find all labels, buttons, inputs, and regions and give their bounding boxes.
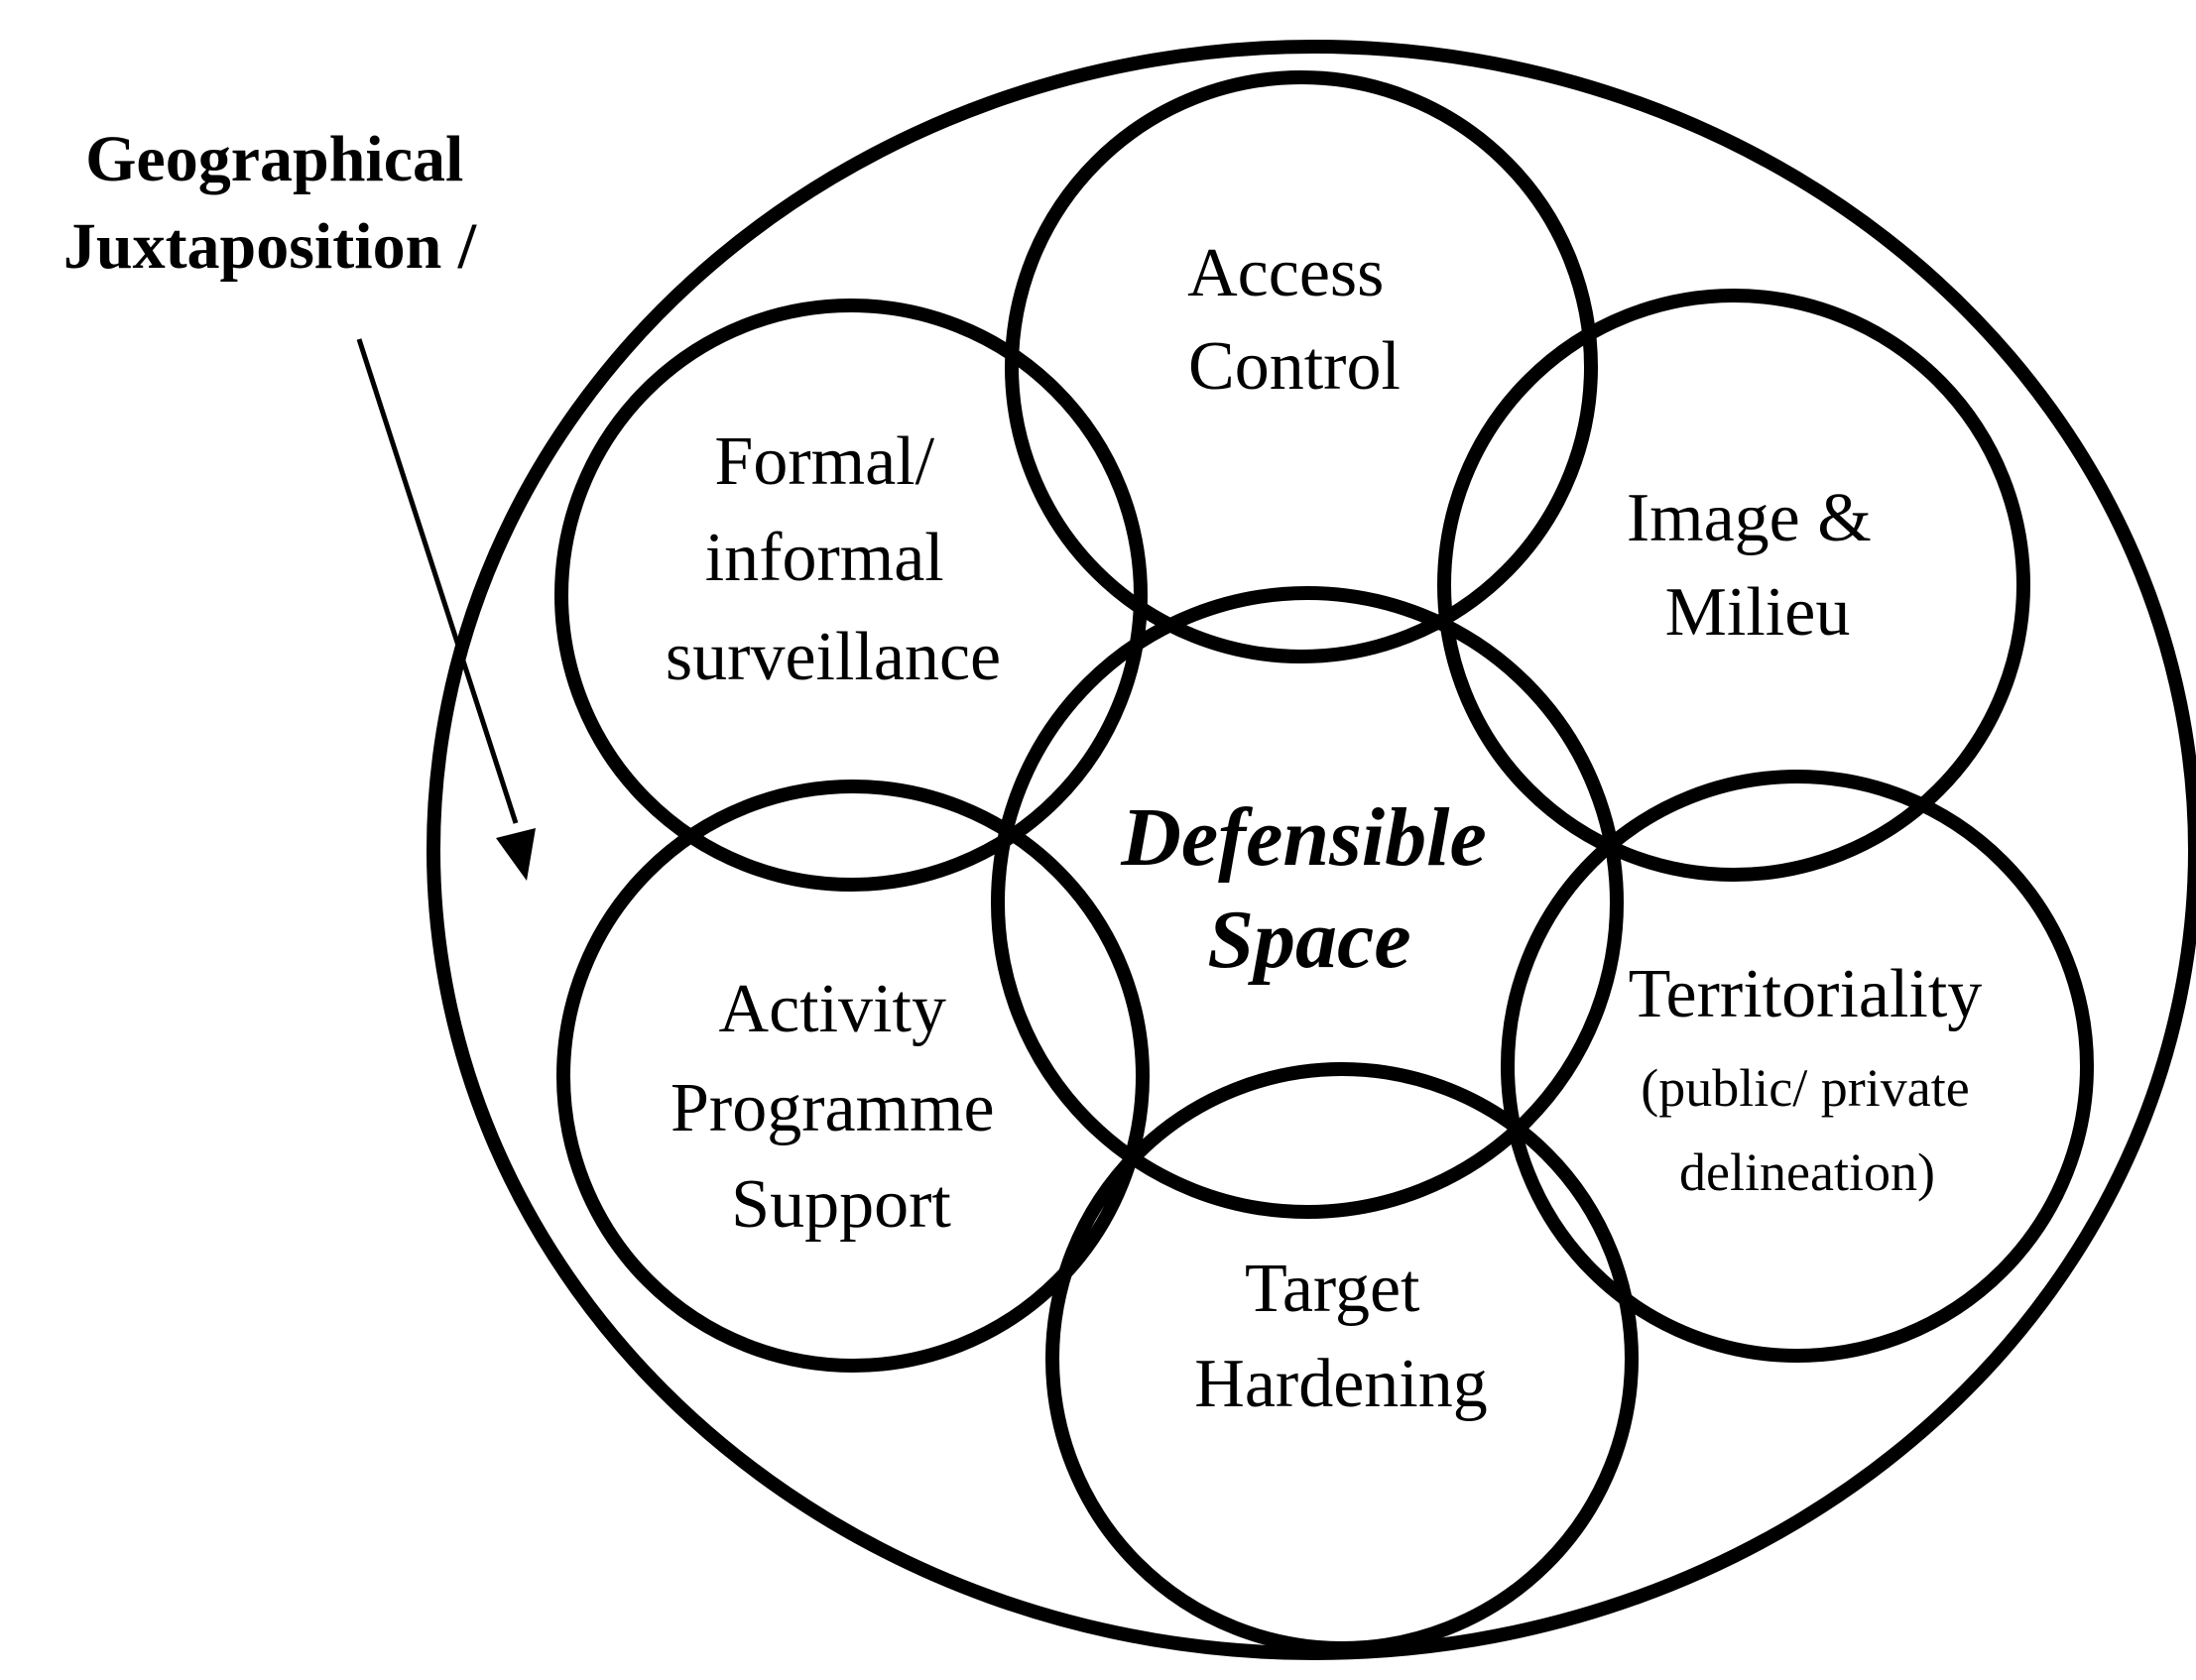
surveillance-line1: Formal/: [714, 423, 934, 500]
defensible-space-circle: [991, 586, 1624, 1219]
surveillance-line3: surveillance: [666, 619, 1001, 695]
access-control-circle: [1005, 70, 1598, 663]
defensible-space-line1: Defensible: [1120, 791, 1487, 884]
target-hardening-label: Target Hardening: [1194, 1251, 1487, 1422]
geo-label-line1: Geographical: [85, 123, 463, 195]
access-control-line1: Access: [1187, 235, 1384, 311]
activity-support-line1: Activity: [719, 971, 946, 1047]
surveillance-line2: informal: [705, 520, 944, 596]
surveillance-circle: [554, 299, 1148, 892]
activity-support-line3: Support: [731, 1166, 951, 1243]
image-milieu-line1: Image &: [1627, 480, 1872, 556]
geo-label-line2: Juxtaposition /: [63, 210, 478, 283]
access-control-line2: Control: [1188, 328, 1401, 405]
activity-support-label: Activity Programme Support: [671, 971, 1012, 1243]
activity-support-line2: Programme: [671, 1070, 995, 1146]
pointer-arrow: [356, 338, 536, 881]
image-milieu-label: Image & Milieu: [1627, 480, 1889, 651]
access-control-label: Access Control: [1187, 235, 1402, 405]
image-milieu-circle: [1437, 289, 2030, 882]
territoriality-circle: [1501, 770, 2094, 1363]
target-hardening-line1: Target: [1245, 1251, 1420, 1327]
defensible-space-label: Defensible Space: [1120, 791, 1508, 986]
territoriality-line2: (public/ private: [1641, 1058, 1969, 1118]
territoriality-line1: Territoriality: [1629, 956, 1983, 1032]
activity-support-circle: [556, 780, 1150, 1373]
geographical-juxtaposition-label: Geographical Juxtaposition /: [63, 123, 480, 283]
defensible-space-line2: Space: [1207, 894, 1410, 986]
image-milieu-line2: Milieu: [1665, 574, 1851, 651]
territoriality-label: Territoriality (public/ private delineat…: [1629, 956, 1987, 1202]
target-hardening-line2: Hardening: [1194, 1346, 1487, 1422]
surveillance-label: Formal/ informal surveillance: [666, 423, 1001, 695]
territoriality-line3: delineation): [1679, 1142, 1935, 1202]
target-hardening-circle: [1045, 1062, 1639, 1655]
